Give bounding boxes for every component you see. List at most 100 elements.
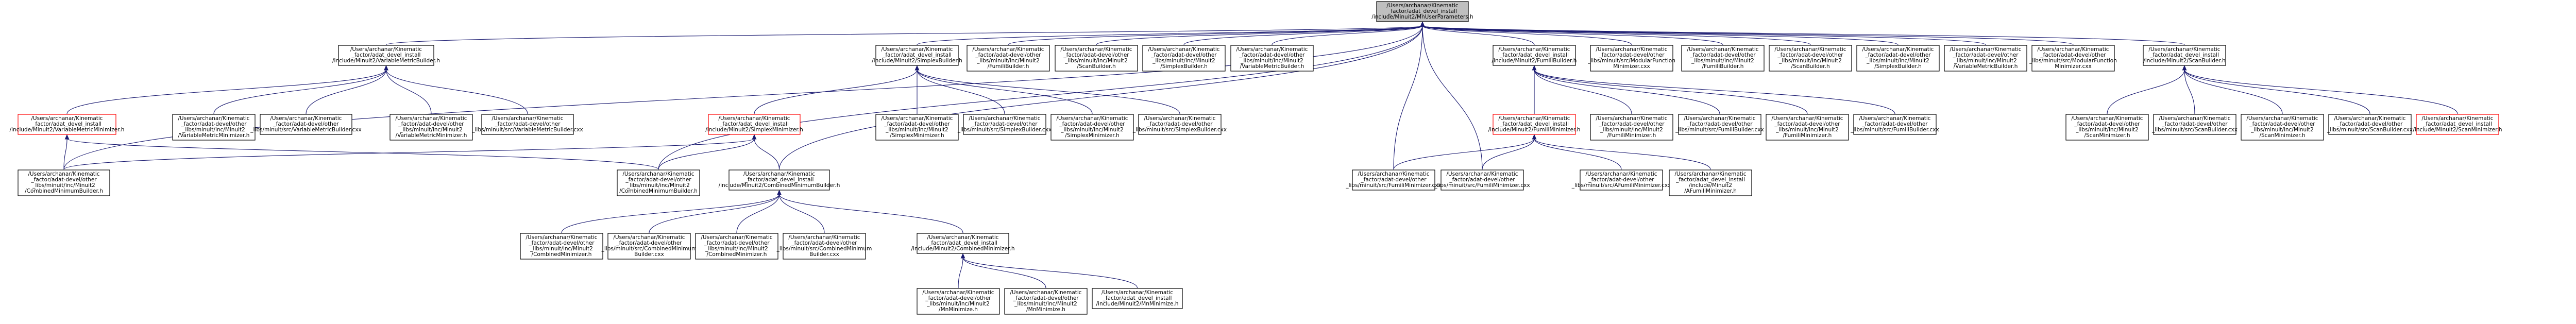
node-label-line: /include/Minuit2/VariableMetricMinimizer… [10, 127, 125, 133]
node-box [917, 233, 1009, 254]
node-label-line: /Users/archanar/Kinematic [1358, 171, 1429, 177]
node-scanm-dev[interactable]: /Users/archanar/Kinematic_factor/adat-de… [2065, 114, 2149, 141]
node-cm-dev[interactable]: /Users/archanar/Kinematic_factor/adat-de… [520, 233, 603, 260]
node-box [783, 233, 866, 260]
node-fumim-dev2[interactable]: /Users/archanar/Kinematic_factor/adat-de… [1766, 114, 1849, 141]
node-label-line: _factor/adat-devel/other [30, 177, 97, 183]
node-label-line: _libs/minuit/inc/Minuit2 [32, 182, 95, 189]
node-fumim-dev[interactable]: /Users/archanar/Kinematic_factor/adat-de… [1590, 114, 1673, 141]
node-vmb-dev[interactable]: /Users/archanar/Kinematic_factor/adat-de… [1230, 45, 1314, 72]
node-label-line: _factor/adat_devel_install [1387, 8, 1457, 14]
node-label-line: _factor/adat-devel/other [625, 177, 691, 183]
node-label-line: _libs/minuit/inc/Minuit2 [2250, 127, 2314, 133]
node-label-line: _factor/adat-devel/other [1012, 295, 1079, 301]
node-vmb-dev2[interactable]: /Users/archanar/Kinematic_factor/adat-de… [1944, 45, 2027, 72]
node-label-line: /Users/archanar/Kinematic [788, 234, 860, 241]
node-cm-inc[interactable]: /Users/archanar/Kinematic_factor/adat_de… [911, 233, 1015, 254]
edge-vmb-inc-to-vmm-inc [66, 65, 388, 114]
node-scanb-src[interactable]: /Users/archanar/Kinematic_factor/adat-de… [2151, 114, 2238, 135]
node-cmb-src2[interactable]: /Users/archanar/Kinematic_factor/adat-de… [776, 233, 872, 260]
node-label-line: _libs/minuit/src/FumiliMinimizer.cxx [1345, 182, 1441, 189]
node-simplexb-src2[interactable]: /Users/archanar/Kinematic_factor/adat-de… [1132, 114, 1227, 135]
node-scanm-inc[interactable]: /Users/archanar/Kinematic_factor/adat_de… [2413, 114, 2502, 135]
node-mnmig-dev[interactable]: /Users/archanar/Kinematic_factor/adat-de… [917, 288, 1000, 315]
node-simplexm-dev2[interactable]: /Users/archanar/Kinematic_factor/adat-de… [1050, 114, 1134, 141]
node-box [1352, 169, 1435, 191]
node-simplexb-dev[interactable]: /Users/archanar/Kinematic_factor/adat-de… [1142, 45, 1226, 72]
node-label-line: _factor/adat-devel/other [1865, 52, 1931, 58]
node-cmb-dev[interactable]: /Users/archanar/Kinematic_factor/adat-de… [18, 169, 110, 196]
node-cmb-dev2[interactable]: /Users/archanar/Kinematic_factor/adat-de… [617, 169, 700, 196]
node-label-line: /Users/archanar/Kinematic [1386, 3, 1458, 9]
node-fumib-dev2[interactable]: /Users/archanar/Kinematic_factor/adat-de… [1681, 45, 1765, 72]
node-vmm-inc[interactable]: /Users/archanar/Kinematic_factor/adat_de… [10, 114, 125, 135]
node-box [1230, 45, 1314, 72]
node-label-line: /AFumiliMinimizer.h [1684, 188, 1737, 194]
edge-fumim-inc-to-afumim-inc [1532, 134, 1711, 170]
node-label-line: _libs/minuit/src/AFumiliMinimizer.cxx [1571, 182, 1671, 189]
node-label-line: /Users/archanar/Kinematic [1771, 115, 1843, 122]
node-vmb-src2[interactable]: /Users/archanar/Kinematic_factor/adat-de… [471, 114, 583, 135]
node-label-line: /Users/archanar/Kinematic [395, 115, 467, 122]
edge-root-to-fumim-src [1393, 21, 1425, 170]
node-box [389, 114, 473, 141]
node-cmb-inc[interactable]: /Users/archanar/Kinematic_factor/adat_de… [719, 169, 840, 191]
node-label-line: /Users/archanar/Kinematic [1862, 46, 1934, 53]
node-simplexb-dev2[interactable]: /Users/archanar/Kinematic_factor/adat-de… [1856, 45, 1940, 72]
node-label-line: _libs/minuit/inc/Minuit2 [926, 301, 990, 307]
node-scanb-dev[interactable]: /Users/archanar/Kinematic_factor/adat-de… [1055, 45, 1138, 72]
node-mnmig-dev2[interactable]: /Users/archanar/Kinematic_factor/adat-de… [1004, 288, 1088, 315]
node-label-line: /Users/archanar/Kinematic [1859, 115, 1930, 122]
node-box [520, 233, 603, 260]
node-afumim-src[interactable]: /Users/archanar/Kinematic_factor/adat-de… [1571, 169, 1671, 191]
node-simplexm-inc[interactable]: /Users/archanar/Kinematic_factor/adat_de… [705, 114, 803, 135]
node-fumim-inc[interactable]: /Users/archanar/Kinematic_factor/adat_de… [1488, 114, 1581, 135]
node-fumib-src[interactable]: /Users/archanar/Kinematic_factor/adat-de… [1675, 114, 1764, 135]
node-label-line: _libs/minuit/src/SimplexBuilder.cxx [957, 127, 1052, 133]
node-label-line: /Users/archanar/Kinematic [2334, 115, 2405, 122]
node-label-line: Minimizer.cxx [2055, 63, 2092, 70]
node-modfunc-cxx[interactable]: /Users/archanar/Kinematic_factor/adat-de… [1587, 45, 1675, 72]
node-vmm-dev[interactable]: /Users/archanar/Kinematic_factor/adat-de… [172, 114, 256, 141]
node-label-line: _libs/minuit/inc/Minuit2 [2075, 127, 2139, 133]
node-label-line: _libs/minuit/inc/Minuit2 [1778, 58, 1842, 64]
node-vmm-dev2[interactable]: /Users/archanar/Kinematic_factor/adat-de… [389, 114, 473, 141]
node-label-line: /include/Minuit2/SimplexBuilder.h [872, 58, 962, 64]
node-scanb-src2[interactable]: /Users/archanar/Kinematic_factor/adat-de… [2327, 114, 2413, 135]
node-simplexb-inc[interactable]: /Users/archanar/Kinematic_factor/adat_de… [872, 45, 962, 66]
node-label-line: _libs/minuit/inc/Minuit2 [1060, 127, 1124, 133]
node-cmb-src[interactable]: /Users/archanar/Kinematic_factor/adat-de… [601, 233, 697, 260]
node-vmb-inc[interactable]: /Users/archanar/Kinematic_factor/adat_de… [332, 45, 440, 66]
node-fumib-dev[interactable]: /Users/archanar/Kinematic_factor/adat-de… [967, 45, 1050, 72]
node-fumim-src2[interactable]: /Users/archanar/Kinematic_factor/adat-de… [1434, 169, 1530, 191]
node-box [875, 45, 959, 66]
node-scanb-inc[interactable]: /Users/archanar/Kinematic_factor/adat_de… [2143, 45, 2226, 66]
edge-root-to-scanb-inc [1420, 21, 2185, 45]
node-label-line: /include/Minuit2/SimplexMinimizer.h [705, 127, 803, 133]
node-cm-dev2[interactable]: /Users/archanar/Kinematic_factor/adat-de… [695, 233, 778, 260]
node-vmb-src[interactable]: /Users/archanar/Kinematic_factor/adat-de… [250, 114, 362, 135]
node-fumim-src[interactable]: /Users/archanar/Kinematic_factor/adat-de… [1345, 169, 1442, 191]
node-label-line: /Users/archanar/Kinematic [1060, 46, 1132, 53]
node-box [260, 114, 352, 135]
node-label-line: Builder.cxx [634, 251, 664, 258]
node-mnmig-inc[interactable]: /Users/archanar/Kinematic_factor/adat_de… [1092, 288, 1183, 309]
node-box [728, 169, 830, 191]
node-label-line: _factor/adat-devel/other [1449, 177, 1515, 183]
edge-root-to-fumim-src2 [1420, 21, 1483, 170]
node-scanb-dev2[interactable]: /Users/archanar/Kinematic_factor/adat-de… [1769, 45, 1852, 72]
node-label-line: /Users/archanar/Kinematic [701, 234, 772, 241]
node-label-line: _factor/adat_devel_install [928, 240, 997, 246]
node-label-line: /CombinedMinimizer.h [532, 251, 592, 258]
node-label-line: /FumiliMinimizer.h [1607, 132, 1656, 139]
node-root[interactable]: /Users/archanar/Kinematic_factor/adat_de… [1371, 1, 1473, 22]
node-afumim-inc[interactable]: /Users/archanar/Kinematic_factor/adat_de… [1669, 169, 1752, 196]
node-box [1678, 114, 1761, 135]
node-simplexb-src[interactable]: /Users/archanar/Kinematic_factor/adat-de… [957, 114, 1052, 135]
node-label-line: /Users/archanar/Kinematic [1148, 46, 1219, 53]
node-fumib-inc[interactable]: /Users/archanar/Kinematic_factor/adat_de… [1492, 45, 1577, 66]
node-simplexm-dev[interactable]: /Users/archanar/Kinematic_factor/adat-de… [875, 114, 959, 141]
node-fumib-src2[interactable]: /Users/archanar/Kinematic_factor/adat-de… [1850, 114, 1939, 135]
node-modfunc-cxx2[interactable]: /Users/archanar/Kinematic_factor/adat-de… [2029, 45, 2117, 72]
node-scanm-dev2[interactable]: /Users/archanar/Kinematic_factor/adat-de… [2241, 114, 2324, 141]
